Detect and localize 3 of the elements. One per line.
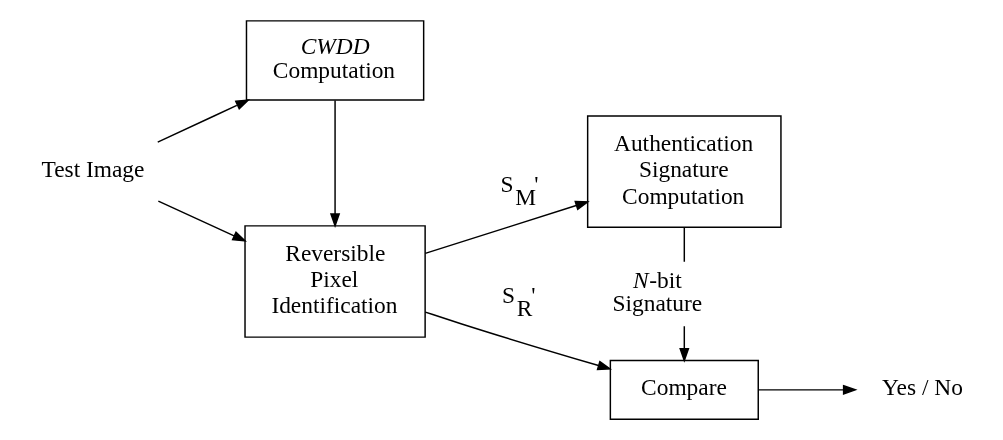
node-text: Test Image	[40, 156, 144, 183]
edge-label: N-bit Signature	[612, 266, 702, 317]
node-text: Yes / No	[881, 374, 963, 401]
